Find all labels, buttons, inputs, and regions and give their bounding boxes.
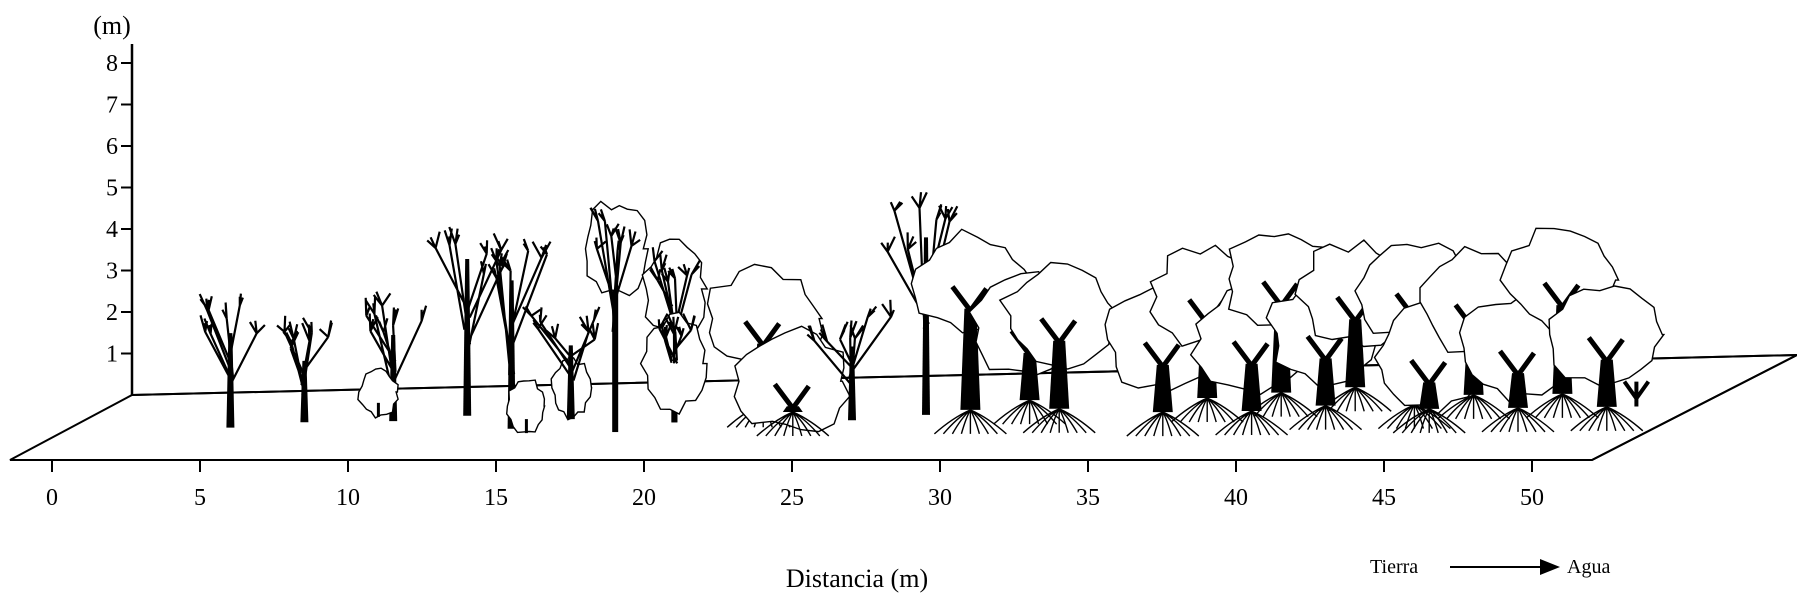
seedling-stems xyxy=(1622,380,1651,407)
plant-mangrove xyxy=(733,325,851,437)
x-tick-label: 20 xyxy=(632,485,656,511)
x-axis-ticks: 0 5 10 15 20 25 30 35 40 45 50 xyxy=(46,460,1544,511)
tree-trunk xyxy=(1049,340,1070,409)
x-tick-label: 50 xyxy=(1520,485,1544,511)
tree-trunk xyxy=(1315,358,1336,406)
tree-trunk xyxy=(1241,363,1262,412)
tree-limbs xyxy=(1498,349,1537,377)
plant-mangrove xyxy=(1548,285,1666,432)
prop-roots xyxy=(1318,386,1392,412)
direction-arrow-head xyxy=(1540,559,1560,575)
plant-mangrove xyxy=(998,261,1124,434)
plant-thorny-shrub xyxy=(276,315,333,423)
x-tick-label: 45 xyxy=(1372,485,1396,511)
direction-indicator: Tierra Agua xyxy=(1370,556,1610,578)
x-tick-label: 10 xyxy=(336,485,360,511)
x-tick-label: 35 xyxy=(1076,485,1100,511)
tree-trunk xyxy=(1019,352,1040,401)
x-tick-label: 30 xyxy=(928,485,952,511)
y-tick-label: 1 xyxy=(106,342,118,368)
bush-canopy xyxy=(357,367,399,419)
tree-limbs xyxy=(1039,317,1078,345)
plant-bush xyxy=(357,367,399,419)
prop-roots xyxy=(756,411,830,437)
prop-roots xyxy=(1022,408,1096,434)
tree-branches xyxy=(522,305,601,381)
bush-canopy xyxy=(505,379,546,434)
prop-roots xyxy=(933,409,1007,435)
tree-trunk xyxy=(463,259,472,416)
x-tick-label: 5 xyxy=(194,485,206,511)
vegetation-layer xyxy=(198,191,1666,437)
y-tick-label: 3 xyxy=(106,259,118,285)
tree-limbs xyxy=(1142,341,1181,369)
y-axis-unit: (m) xyxy=(93,11,131,40)
direction-from-label: Tierra xyxy=(1370,556,1418,578)
tree-limbs xyxy=(1305,334,1344,362)
plant-bare-tree xyxy=(806,299,895,421)
tree-limbs xyxy=(1231,340,1270,368)
prop-roots xyxy=(1170,397,1244,423)
plant-canopy-tree xyxy=(639,311,708,423)
y-tick-label: 8 xyxy=(106,51,118,77)
prop-roots xyxy=(1570,406,1644,432)
plant-canopy-tree xyxy=(584,200,650,433)
tree-trunk xyxy=(612,243,619,433)
ground-right-edge xyxy=(1591,354,1797,461)
tree-limbs xyxy=(1409,358,1448,386)
plant-bush xyxy=(505,379,546,434)
tree-trunk xyxy=(1596,359,1617,407)
prop-roots xyxy=(1215,410,1289,436)
plant-bare-tree xyxy=(522,305,601,420)
x-axis-title: Distancia (m) xyxy=(786,564,928,593)
tree-branches xyxy=(657,313,696,364)
tree-branches xyxy=(364,291,428,385)
x-tick-label: 40 xyxy=(1224,485,1248,511)
tree-limbs xyxy=(772,382,811,410)
tree-branches xyxy=(276,315,333,395)
tree-trunk xyxy=(782,406,803,412)
y-axis-ticks: 1 2 3 4 5 6 7 8 xyxy=(106,51,132,368)
tree-limbs xyxy=(1586,336,1625,364)
tree-branches xyxy=(649,247,701,339)
x-tick-label: 0 xyxy=(46,485,58,511)
y-tick-label: 6 xyxy=(106,134,118,160)
prop-roots xyxy=(1437,394,1511,420)
x-tick-label: 25 xyxy=(780,485,804,511)
prop-roots xyxy=(1525,393,1599,419)
tree-limbs xyxy=(950,285,989,313)
tree-branches xyxy=(198,293,266,389)
direction-to-label: Agua xyxy=(1567,556,1610,578)
y-axis: (m) 1 2 3 4 5 6 7 8 xyxy=(93,11,134,395)
tree-trunk xyxy=(1508,373,1528,408)
tree-branches xyxy=(806,299,895,389)
tree-trunk xyxy=(1345,319,1366,388)
tree-branches xyxy=(487,238,552,376)
prop-roots xyxy=(993,399,1067,425)
plant-thorny-shrub xyxy=(198,293,266,428)
plant-seedling xyxy=(1622,380,1651,407)
mangrove-canopy xyxy=(998,261,1124,370)
prop-roots xyxy=(1289,405,1363,431)
y-tick-label: 2 xyxy=(106,300,118,326)
y-tick-label: 7 xyxy=(106,93,118,119)
tree-trunk xyxy=(1419,382,1440,409)
y-tick-label: 5 xyxy=(106,176,118,202)
tree-branches xyxy=(589,207,641,332)
prop-roots xyxy=(1244,392,1318,418)
mangrove-canopy xyxy=(1548,285,1666,386)
x-tick-label: 15 xyxy=(484,485,508,511)
y-tick-label: 4 xyxy=(106,217,118,243)
tree-trunk xyxy=(1152,364,1173,413)
tree-trunk xyxy=(960,308,981,410)
